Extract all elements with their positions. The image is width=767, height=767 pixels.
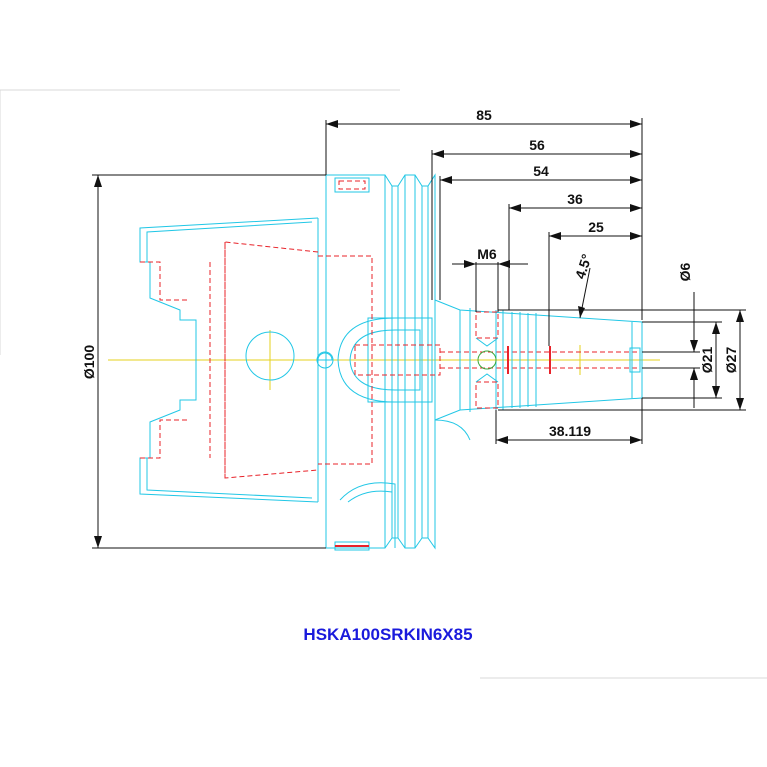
internal-bore-hidden <box>140 241 640 479</box>
dia-100-label: Ø100 <box>81 345 97 379</box>
dim-38-label: 38.119 <box>549 423 591 439</box>
dimension-lines <box>92 118 746 549</box>
dim-36-label: 36 <box>567 191 583 207</box>
part-number-title: HSKA100SRKIN6X85 <box>303 625 472 644</box>
sheet-frame <box>0 89 767 679</box>
dia-6-label: Ø6 <box>677 262 693 281</box>
thread-m6-label: M6 <box>477 246 497 262</box>
dia-27-label: Ø27 <box>723 347 739 374</box>
centerline <box>108 330 660 390</box>
dim-85-label: 85 <box>476 107 492 123</box>
dim-56-label: 56 <box>529 137 545 153</box>
dim-54-label: 54 <box>533 163 549 179</box>
hsk-shank <box>139 175 334 548</box>
dim-25-label: 25 <box>588 219 604 235</box>
collet-nose <box>434 299 643 441</box>
taper-angle-label: 4.5° <box>572 252 595 281</box>
flange-body <box>326 173 436 551</box>
dimension-labels: 85 56 54 36 25 M6 4.5° 38.119 Ø6 Ø21 Ø27… <box>81 107 739 439</box>
dia-21-label: Ø21 <box>699 347 715 374</box>
